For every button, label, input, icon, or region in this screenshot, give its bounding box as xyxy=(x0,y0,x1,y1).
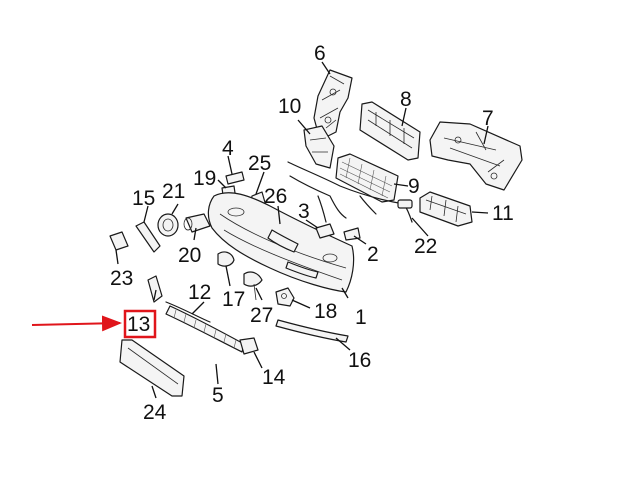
label-19: 19 xyxy=(193,167,216,190)
wiring-harness xyxy=(287,161,413,223)
part-13-bracket xyxy=(147,275,163,303)
label-5: 5 xyxy=(212,384,224,407)
part-23-bracket xyxy=(109,231,129,251)
part-24-plate-bracket xyxy=(119,339,185,397)
label-6: 6 xyxy=(314,42,326,65)
label-14: 14 xyxy=(262,366,286,389)
part-9-grille xyxy=(335,153,399,203)
label-15: 15 xyxy=(132,187,155,210)
label-11: 11 xyxy=(492,202,514,225)
callout-labels: 1 2 3 4 5 6 7 8 9 10 11 12 13 14 15 16 1… xyxy=(110,42,514,424)
part-17-cap xyxy=(217,251,235,267)
part-4-clip xyxy=(225,171,245,185)
label-24: 24 xyxy=(143,401,167,424)
part-5-lower-grille xyxy=(165,305,245,353)
label-8: 8 xyxy=(400,88,412,111)
label-21: 21 xyxy=(162,180,185,203)
label-23: 23 xyxy=(110,267,133,290)
part-18-bracket xyxy=(275,287,295,307)
label-20: 20 xyxy=(178,244,201,267)
part-6-bracket xyxy=(313,69,353,141)
label-7: 7 xyxy=(482,107,494,130)
part-27-sensor xyxy=(243,271,263,301)
highlight-arrow xyxy=(31,315,122,332)
part-15-trim xyxy=(135,221,161,253)
part-21-fog-lamp xyxy=(157,213,179,237)
label-26: 26 xyxy=(264,185,287,208)
part-10-bracket xyxy=(303,125,335,169)
part-11-absorber xyxy=(419,191,473,227)
label-4: 4 xyxy=(222,137,234,160)
highlight-callout xyxy=(31,309,157,339)
label-1: 1 xyxy=(355,306,367,329)
label-13: 13 xyxy=(127,313,150,336)
highlight-box xyxy=(123,309,157,339)
part-16-molding xyxy=(275,319,349,343)
part-7-bracket xyxy=(429,121,523,191)
label-10: 10 xyxy=(278,95,301,118)
part-20-sensor xyxy=(183,213,211,233)
part-3-nut xyxy=(315,223,335,239)
label-18: 18 xyxy=(314,300,337,323)
label-25: 25 xyxy=(248,152,271,175)
label-12: 12 xyxy=(188,281,211,304)
label-9: 9 xyxy=(408,175,420,198)
label-17: 17 xyxy=(222,288,245,311)
label-3: 3 xyxy=(298,200,310,223)
label-27: 27 xyxy=(250,304,273,327)
part-8-beam xyxy=(359,101,421,161)
leader-lines xyxy=(115,61,489,399)
label-2: 2 xyxy=(367,243,379,266)
label-16: 16 xyxy=(348,349,371,372)
part-14-insert xyxy=(239,337,259,355)
label-22: 22 xyxy=(414,235,437,258)
part-1-bumper-cover xyxy=(207,192,355,293)
